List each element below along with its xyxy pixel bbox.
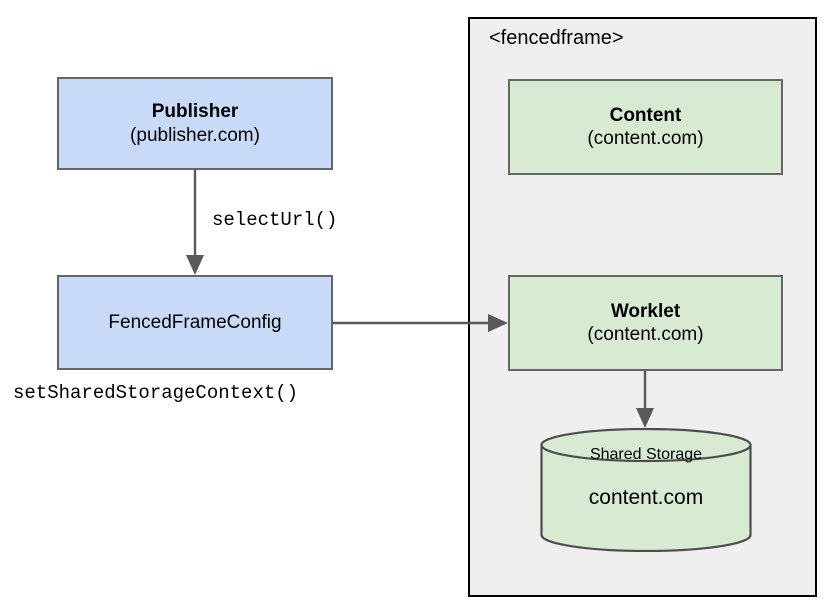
content-node-subtitle: (content.com) xyxy=(587,128,704,149)
select-url-edge-label: selectUrl() xyxy=(212,209,338,231)
worklet-node: Worklet (content.com) xyxy=(508,275,783,371)
publisher-node-subtitle: (publisher.com) xyxy=(130,124,260,146)
publisher-node-title: Publisher xyxy=(151,101,239,123)
shared-storage-main-label: content.com xyxy=(588,486,704,509)
arrow-publisher-to-config xyxy=(186,170,204,275)
worklet-node-title: Worklet xyxy=(610,300,681,322)
arrow-worklet-to-shared-storage xyxy=(636,370,654,428)
publisher-node: Publisher (publisher.com) xyxy=(57,77,333,170)
cylinder-shape-icon xyxy=(540,428,752,552)
shared-storage-node: Shared Storage content.com xyxy=(540,428,752,552)
set-shared-storage-context-annotation: setSharedStorageContext() xyxy=(13,382,299,404)
fenced-frame-config-label: FencedFrameConfig xyxy=(108,311,282,333)
arrow-config-to-worklet xyxy=(333,314,508,332)
content-node: Content (content.com) xyxy=(508,79,783,175)
worklet-node-subtitle: (content.com) xyxy=(587,324,704,345)
content-node-title: Content xyxy=(609,104,682,126)
shared-storage-top-label: Shared Storage xyxy=(589,446,703,463)
fencedframe-label: <fencedframe> xyxy=(489,27,624,49)
fenced-frame-config-node: FencedFrameConfig xyxy=(57,275,333,370)
